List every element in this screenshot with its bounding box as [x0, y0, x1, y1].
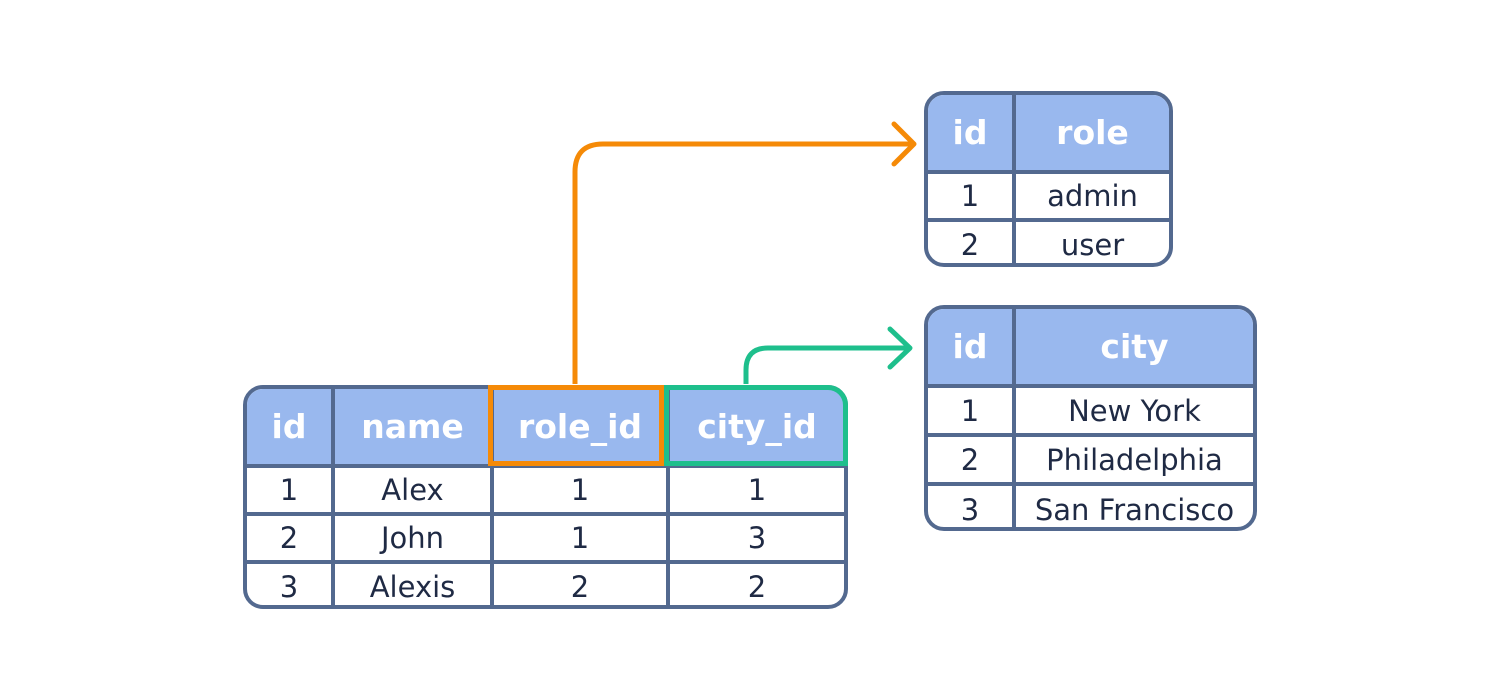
users-cell: 1 [668, 466, 844, 516]
cities-cell: New York [1014, 386, 1253, 437]
users-cell: 3 [247, 562, 335, 605]
table-row: 2 user [928, 220, 1169, 263]
roles-table: id role 1 admin 2 user [924, 91, 1173, 267]
roles-cell: admin [1014, 172, 1169, 222]
table-row: 1 New York [928, 386, 1253, 437]
users-cell: 1 [247, 466, 335, 516]
cities-col-id: id [928, 309, 1016, 388]
role-id-arrowhead [891, 121, 917, 167]
table-row: 2 John 1 3 [247, 514, 844, 564]
users-cell: John [333, 514, 494, 564]
cities-cell: Philadelphia [1014, 435, 1253, 486]
roles-cell: user [1060, 228, 1125, 262]
roles-cell: 1 [928, 172, 1016, 222]
table-row: 3 Alexis 2 2 [247, 562, 844, 605]
cities-cell: San Francisco [1034, 492, 1235, 527]
roles-cell: 2 [928, 220, 1016, 263]
cities-header-row: id city [928, 309, 1253, 388]
users-cell: 3 [668, 514, 844, 564]
cities-col-city: city [1014, 309, 1253, 388]
cities-cell: 1 [928, 386, 1016, 437]
cities-table: id city 1 New York 2 Philadelphia 3 San … [924, 305, 1257, 531]
table-row: 1 Alex 1 1 [247, 466, 844, 516]
roles-header-row: id role [928, 95, 1169, 174]
users-cell: Alex [333, 466, 494, 516]
table-row: 3 San Francisco [928, 484, 1253, 527]
table-row: 2 Philadelphia [928, 435, 1253, 486]
users-table: id name role_id city_id 1 Alex 1 1 2 Joh… [243, 385, 848, 609]
users-col-city-id: city_id [668, 389, 844, 468]
role-id-arrow-line [572, 141, 912, 384]
users-cell: 2 [492, 562, 670, 605]
users-cell: 1 [492, 466, 670, 516]
users-col-role-id: role_id [492, 389, 670, 468]
city-id-arrowhead [887, 326, 913, 370]
users-cell: 2 [247, 514, 335, 564]
users-header-row: id name role_id city_id [247, 389, 844, 468]
table-row: 1 admin [928, 172, 1169, 222]
cities-cell: 2 [928, 435, 1016, 486]
users-col-id: id [247, 389, 335, 468]
users-cell: Alexis [333, 562, 494, 605]
cities-cell: 3 [928, 484, 1016, 527]
users-cell: 2 [747, 570, 767, 604]
roles-col-role: role [1014, 95, 1169, 174]
city-id-arrow-line [743, 345, 908, 384]
roles-col-id: id [928, 95, 1016, 174]
users-col-name: name [333, 389, 494, 468]
users-cell: 1 [492, 514, 670, 564]
